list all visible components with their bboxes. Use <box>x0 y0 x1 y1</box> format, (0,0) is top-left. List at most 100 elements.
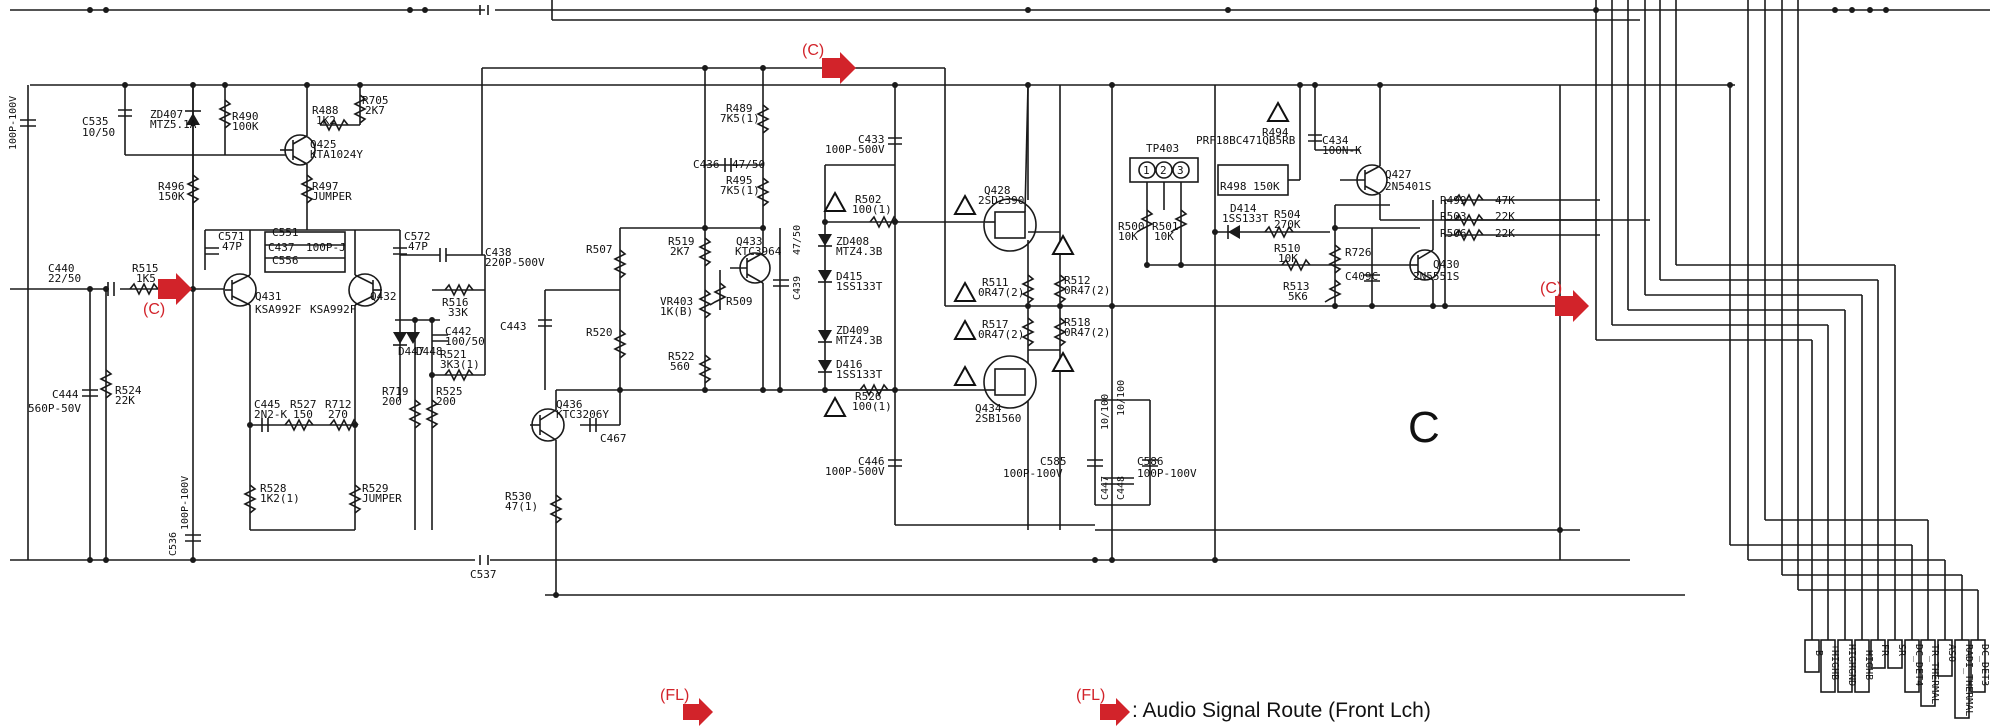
label-r501b: 10K <box>1154 230 1174 243</box>
label-q431a: Q431 <box>255 290 282 303</box>
warning-icon <box>823 395 847 417</box>
label-q434a: Q434 <box>975 402 1002 415</box>
route-label-c-right: (C) <box>1540 280 1562 297</box>
label-r521a: R521 <box>440 348 467 361</box>
label-zd407b: MTZ5.1A <box>150 118 197 131</box>
label-r530b: 47(1) <box>505 500 538 513</box>
label-r490b: 100K <box>232 120 259 133</box>
diff-pair <box>204 229 407 531</box>
vas-stage <box>530 289 621 595</box>
connector-pin-label: -B <box>1813 644 1824 656</box>
label-r524a: R524 <box>115 384 142 397</box>
label-c436a: C436 <box>693 158 720 171</box>
label-c585a: C585 <box>1040 455 1067 468</box>
label-c572a: C572 <box>404 230 431 243</box>
label-c467: C467 <box>600 432 627 445</box>
label-tp3: 3 <box>1177 164 1184 177</box>
connector-pins <box>1804 639 1986 719</box>
label-zd408a: ZD408 <box>836 235 869 248</box>
label-q431b: KSA992F <box>255 303 301 316</box>
route-arrow-fl-bottom <box>683 698 713 726</box>
label-q436b: KTC3206Y <box>556 408 609 421</box>
label-r529b: JUMPER <box>362 492 402 505</box>
label-c586b: 100P-100V <box>1137 467 1197 480</box>
label-d416a: D416 <box>836 358 863 371</box>
label-zd409b: MTZ4.3B <box>836 334 883 347</box>
label-c436b: 47/50 <box>732 158 765 171</box>
label-tp2: 2 <box>1160 164 1167 177</box>
label-d414b: 1SS133T <box>1222 212 1269 225</box>
label-r527b: 150 <box>293 408 313 421</box>
label-c444b: 560P-50V <box>28 402 81 415</box>
legend-marker: (FL) <box>1076 687 1105 704</box>
label-r705a: R705 <box>362 94 389 107</box>
tp403-block <box>1129 157 1410 266</box>
label-c409: C409C <box>1345 270 1378 283</box>
label-r525b: 200 <box>436 395 456 408</box>
bias-network <box>613 68 825 391</box>
label-r504a: R504 <box>1274 208 1301 221</box>
label-r526b: 100(1) <box>852 400 892 413</box>
label-r712b: 270 <box>328 408 348 421</box>
label-c440a: C440 <box>48 262 75 275</box>
label-r719b: 200 <box>382 395 402 408</box>
label-c556: C556 <box>272 254 299 267</box>
label-c535b: 10/50 <box>82 126 115 139</box>
label-q425b: KTA1024Y <box>310 148 363 161</box>
label-c_left_v: 100P-100V <box>8 96 19 150</box>
junction-dots <box>87 7 1889 598</box>
warning-triangles <box>823 100 1290 417</box>
label-c447v: 10/100 <box>1100 394 1111 430</box>
route-arrow-c-left <box>158 273 192 305</box>
label-c446b: 100P-500V <box>825 465 885 478</box>
label-q428a: Q428 <box>984 184 1011 197</box>
label-q432b: KSA992F <box>310 303 356 316</box>
warning-icon <box>953 280 977 302</box>
connector-pin-label: HIGHGND <box>1846 644 1857 686</box>
label-zd407a: ZD407 <box>150 108 183 121</box>
label-c445b: 2N2-K <box>254 408 287 421</box>
label-r517a: R517 <box>982 318 1009 331</box>
label-c443: C443 <box>500 320 527 333</box>
label-c447: C447 <box>1100 476 1111 500</box>
label-c445a: C445 <box>254 398 281 411</box>
label-q430b: 2N5551S <box>1413 270 1459 283</box>
label-c442b: 100/50 <box>445 335 485 348</box>
label-r488b: 1K2 <box>316 114 336 127</box>
label-r528b: 1K2(1) <box>260 492 300 505</box>
label-c571a: C571 <box>218 230 245 243</box>
route-label-c-top: (C) <box>802 42 824 59</box>
label-q434b: 2SB1560 <box>975 412 1021 425</box>
label-r512b: 0R47(2) <box>1064 284 1110 297</box>
label-q432a: Q432 <box>370 290 397 303</box>
label-r517b: 0R47(2) <box>978 328 1024 341</box>
label-c571b: 47P <box>222 240 242 253</box>
label-c536v: 100P-100V <box>180 476 191 530</box>
label-r513a: R513 <box>1283 280 1310 293</box>
label-c439v: 47/50 <box>792 225 803 255</box>
label-c536: C536 <box>168 532 179 556</box>
label-r516b: 33K <box>448 306 468 319</box>
warning-icon <box>1051 350 1075 372</box>
label-q430a: Q430 <box>1433 258 1460 271</box>
connector-pin-label: RADI_THERMAL <box>1963 644 1974 716</box>
label-q428b: 2SD2390 <box>978 194 1024 207</box>
label-r522b: 560 <box>670 360 690 373</box>
label-r506a: R506 <box>1440 227 1467 240</box>
connector-pin-label: DC_DET3 <box>1979 644 1990 686</box>
label-r518a: R518 <box>1064 316 1091 329</box>
label-c433b: 100P-500V <box>825 143 885 156</box>
bias-diodes <box>393 67 945 530</box>
label-tp1: 1 <box>1143 164 1150 177</box>
label-zd408b: MTZ4.3B <box>836 245 883 258</box>
route-arrows <box>158 52 1589 726</box>
label-r495a: R495 <box>726 174 753 187</box>
label-r488a: R488 <box>312 104 339 117</box>
label-r526a: R526 <box>855 390 882 403</box>
label-r518b: 0R47(2) <box>1064 326 1110 339</box>
label-d447: D447 <box>398 345 425 358</box>
label-d416b: 1SS133T <box>836 368 883 381</box>
label-r512a: R512 <box>1064 274 1091 287</box>
label-r510b: 10K <box>1278 252 1298 265</box>
